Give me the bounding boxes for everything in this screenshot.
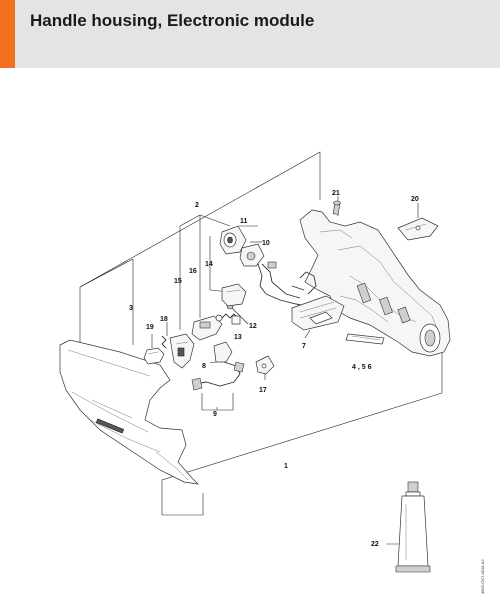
part-20-cover	[397, 217, 439, 241]
part-21-screw	[332, 200, 341, 215]
callout-9: 9	[213, 411, 217, 418]
part-17-bracket	[255, 355, 275, 375]
callout-21: 21	[332, 190, 340, 197]
part-11-socket	[219, 225, 247, 255]
callout-11: 11	[240, 218, 248, 225]
callout-12: 12	[249, 323, 257, 330]
part-14-switch	[221, 283, 247, 307]
callout-8: 8	[202, 363, 206, 370]
document-code: 4863-GKT-0018-A2	[480, 559, 485, 594]
callout-2: 2	[195, 202, 199, 209]
part-4-5-6-label	[345, 333, 385, 345]
part-16-lever	[191, 314, 223, 341]
callout-15: 15	[174, 278, 182, 285]
callout-17: 17	[259, 387, 267, 394]
part-15-trigger	[169, 333, 195, 369]
accent-bar	[0, 0, 15, 68]
part-8-9-wired-part	[191, 341, 245, 391]
page-title: Handle housing, Electronic module	[30, 11, 315, 30]
callout-18: 18	[160, 316, 168, 323]
callout-20: 20	[411, 196, 419, 203]
callout-13: 13	[234, 334, 242, 341]
part-22-grease-tube	[395, 481, 431, 573]
handle-housing-left	[59, 339, 199, 485]
callout-1: 1	[284, 463, 288, 470]
callout-labels: 1 2 3 4 , 5 6 7 8 9 10 11 12 13 14 15 16…	[129, 190, 419, 548]
part-10-connector	[239, 243, 277, 295]
part-7-electronic-module	[265, 271, 345, 331]
callout-22: 22	[371, 541, 379, 548]
part-18-spring	[161, 335, 167, 349]
callout-4-5-6: 4 , 5 6	[352, 364, 372, 371]
callout-7: 7	[302, 343, 306, 350]
callout-3: 3	[129, 305, 133, 312]
part-19-insert	[143, 347, 165, 365]
header-bar: Handle housing, Electronic module	[0, 0, 500, 68]
handle-housing-right	[299, 209, 451, 357]
callout-14: 14	[205, 261, 213, 268]
callout-16: 16	[189, 268, 197, 275]
callout-10: 10	[262, 240, 270, 247]
callout-19: 19	[146, 324, 154, 331]
